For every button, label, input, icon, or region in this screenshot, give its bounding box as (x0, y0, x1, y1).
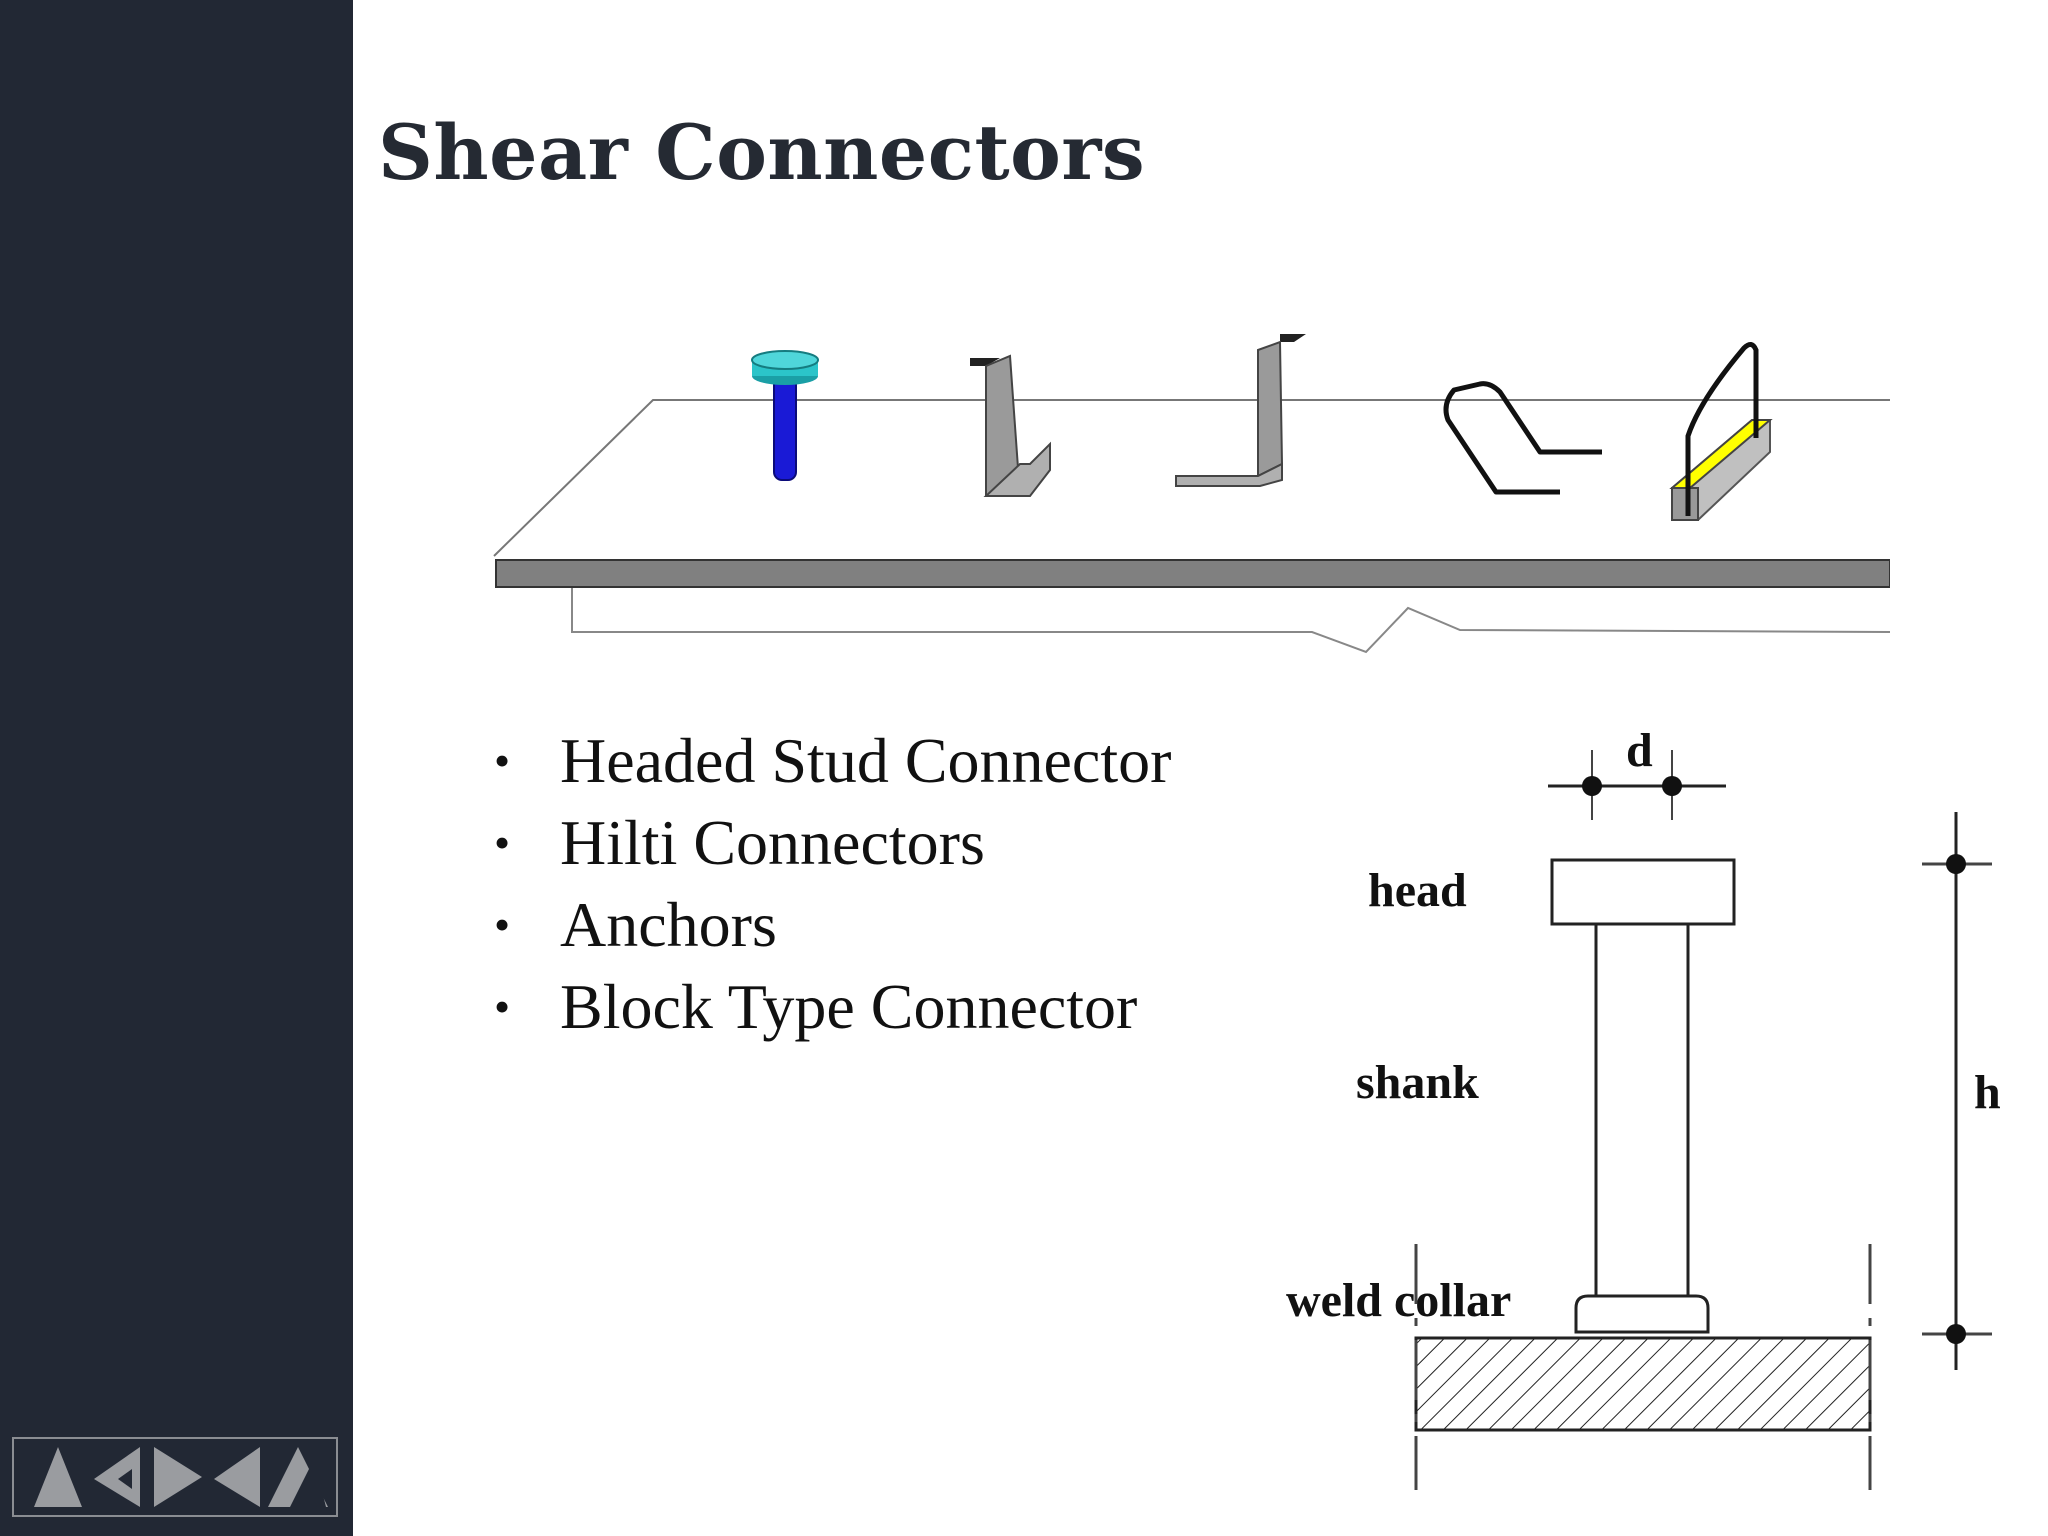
bullet-list: •Headed Stud Connector •Hilti Connectors… (490, 720, 1171, 1048)
list-item: •Block Type Connector (494, 971, 1138, 1042)
bullet-text: Anchors (560, 889, 777, 960)
slide-title: Shear Connectors (378, 108, 1146, 197)
dim-label-d: d (1626, 724, 1653, 777)
sidebar (0, 0, 353, 1536)
stud-dimension-diagram: d head shank weld collar h (1286, 724, 2001, 1490)
label-weld-collar: weld collar (1286, 1274, 1511, 1327)
list-item: •Headed Stud Connector (494, 725, 1172, 796)
list-item: •Anchors (494, 889, 777, 960)
anchor-loop-icon (1443, 381, 1602, 495)
channel-connector-icon (970, 354, 1051, 497)
dim-label-h: h (1974, 1066, 2001, 1119)
headed-stud-icon (751, 350, 819, 481)
logo-icon (12, 1437, 338, 1517)
list-item: •Hilti Connectors (494, 807, 985, 878)
angle-connector-icon (1175, 334, 1306, 487)
bullet-text: Hilti Connectors (560, 807, 985, 878)
bullet-text: Block Type Connector (560, 971, 1138, 1042)
shear-connector-illustration (493, 334, 1890, 654)
block-connector-icon (1669, 342, 1773, 521)
bullet-text: Headed Stud Connector (560, 725, 1172, 796)
label-shank: shank (1356, 1056, 1479, 1109)
label-head: head (1368, 864, 1467, 917)
